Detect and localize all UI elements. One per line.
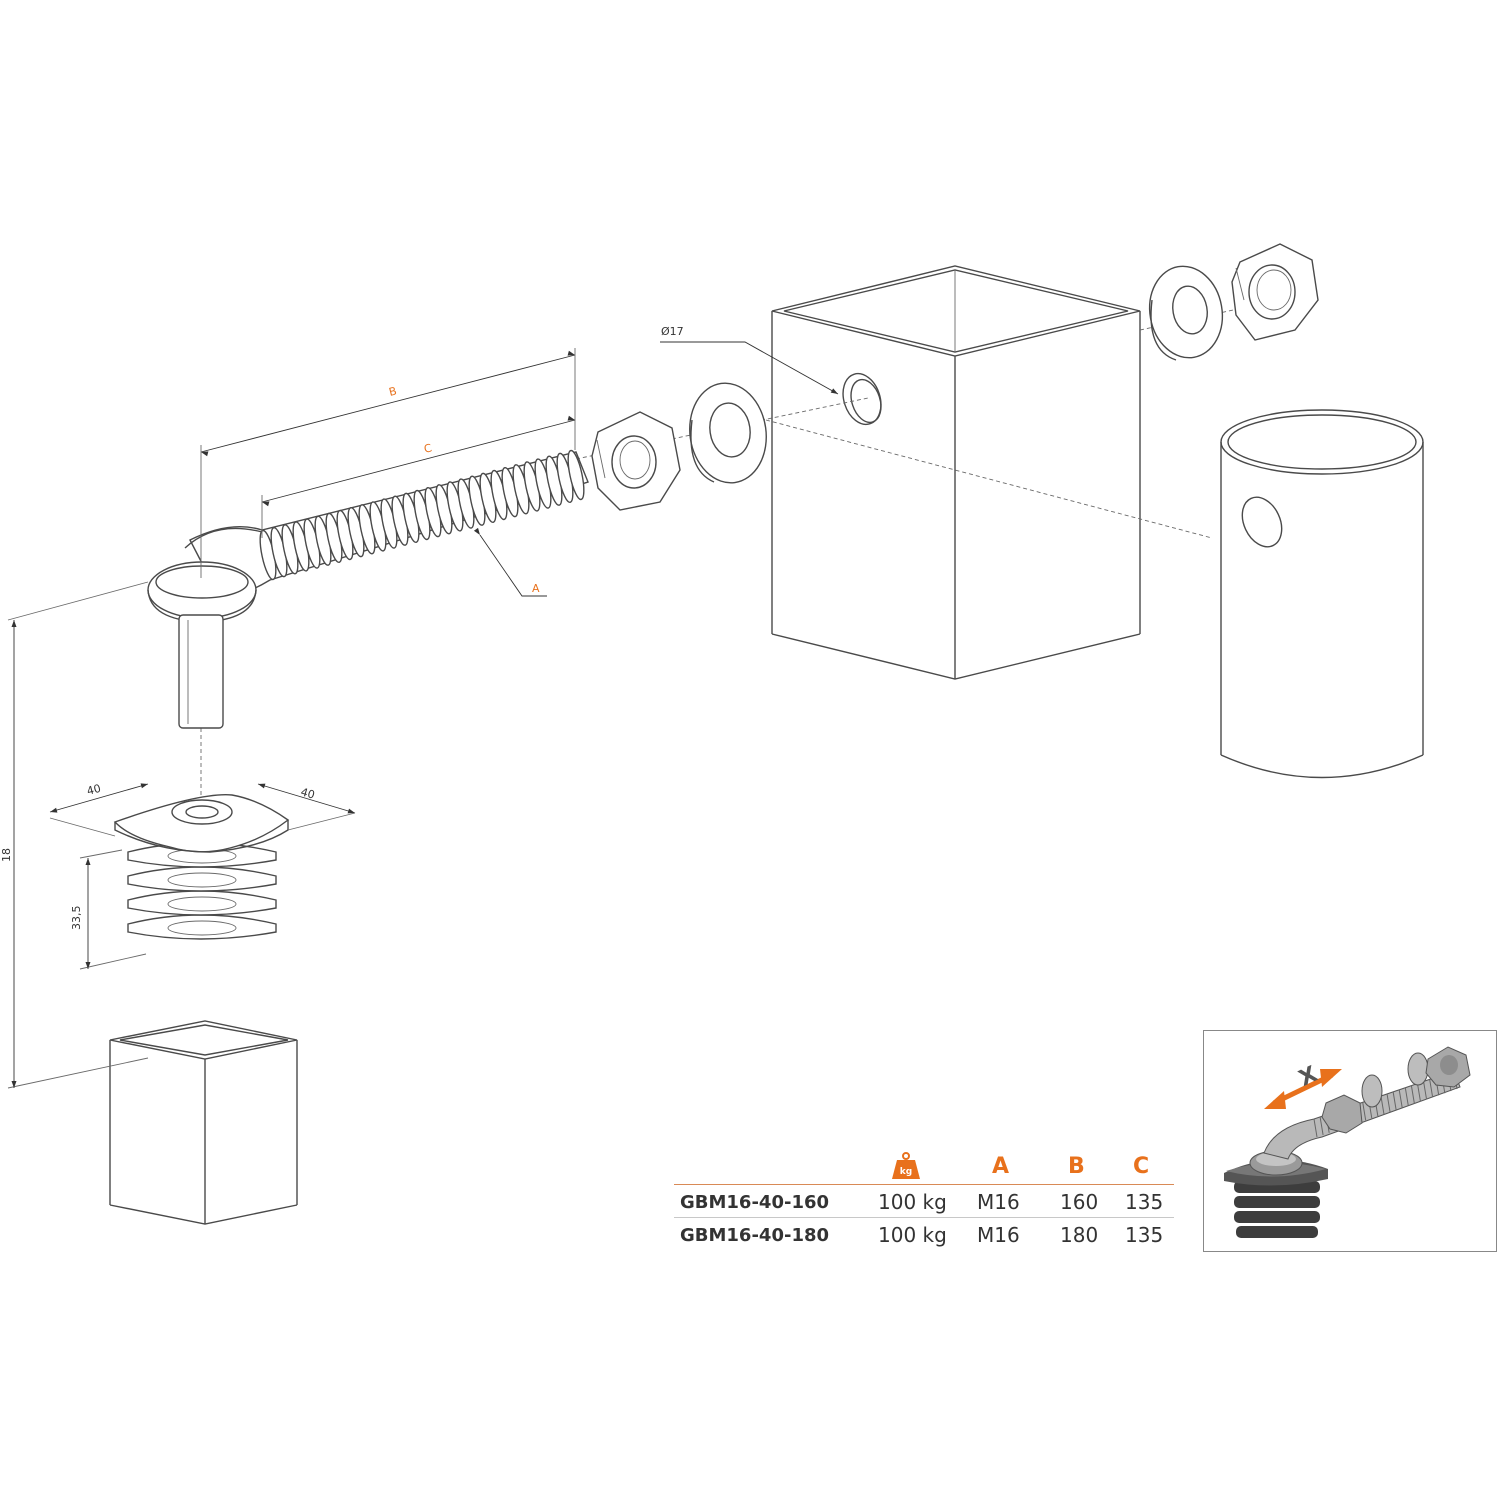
nut-right: [1231, 243, 1319, 341]
row-load: 100 kg: [878, 1190, 947, 1214]
inset-thread: [1410, 1085, 1415, 1104]
dim-height-total-label: 18: [0, 848, 13, 862]
insert-fin: [127, 866, 277, 892]
inset-thread: [1386, 1093, 1391, 1113]
insert-core: [167, 920, 237, 936]
row-C: 135: [1125, 1223, 1164, 1247]
round-post: [1220, 409, 1424, 779]
table-row: GBM16-40-180 100 kg M16 180 135: [674, 1218, 1174, 1250]
threaded-bolt: [147, 449, 589, 729]
inset-thread: [1313, 1118, 1318, 1138]
inset-thread: [1429, 1079, 1434, 1098]
dimension-arrowhead: [50, 807, 58, 813]
spec-table: kg A B C GBM16-40-160 100 kg M16 160 135…: [674, 1152, 1174, 1250]
insert-core: [167, 872, 237, 888]
dimension-arrowhead: [473, 527, 480, 535]
dim-B-label: B: [388, 384, 398, 398]
dim-hole-diameter-label: Ø17: [661, 325, 684, 338]
dimension-arrowhead: [140, 783, 148, 789]
washer-right: [1148, 265, 1224, 361]
washer-middle: [689, 382, 767, 484]
dimension-arrowhead: [11, 620, 17, 627]
row-C: 135: [1125, 1190, 1164, 1214]
row-B: 160: [1060, 1190, 1099, 1214]
row-code: GBM16-40-180: [680, 1225, 830, 1246]
insert-fin: [127, 914, 277, 940]
inset-thread: [1362, 1102, 1367, 1121]
dimension-arrowhead: [567, 415, 575, 421]
dim-width-left-label: 40: [85, 782, 102, 798]
dimension-arrowhead: [85, 858, 91, 865]
adjustment-inset: X: [1203, 1030, 1497, 1252]
square-post-large: [771, 265, 1141, 680]
inset-thread: [1319, 1116, 1324, 1135]
inset-thread: [1423, 1081, 1428, 1100]
round-post-hole: [1241, 496, 1283, 548]
inset-illustration: X: [1224, 1046, 1471, 1238]
row-A: M16: [977, 1190, 1020, 1214]
col-header-C: C: [1133, 1154, 1150, 1179]
col-header-B: B: [1068, 1154, 1085, 1179]
dimension-arrowhead: [830, 388, 838, 394]
row-code: GBM16-40-160: [680, 1192, 830, 1213]
dimension-arrowhead: [258, 783, 266, 789]
adjust-arrow-icon: [1264, 1069, 1342, 1109]
weight-icon: kg: [892, 1152, 920, 1179]
dim-width-right-label: 40: [299, 785, 316, 801]
inset-thread: [1392, 1091, 1397, 1110]
thread-ridge: [567, 449, 585, 501]
dim-C-label: C: [423, 441, 434, 456]
row-B: 180: [1060, 1223, 1099, 1247]
insert-core: [167, 896, 237, 912]
dimension-arrowhead: [567, 350, 575, 356]
square-tube-small: [109, 1020, 298, 1225]
dimension-lines: [7, 341, 839, 1089]
inset-thread: [1398, 1089, 1403, 1108]
weight-unit: kg: [900, 1167, 912, 1177]
table-row: GBM16-40-160 100 kg M16 160 135: [674, 1185, 1174, 1218]
square-insert: [113, 794, 290, 940]
nut-middle: [591, 411, 681, 511]
inset-thread: [1380, 1095, 1385, 1115]
dimension-arrowhead: [85, 962, 91, 969]
dim-insert-height-label: 33,5: [70, 906, 83, 931]
row-A: M16: [977, 1223, 1020, 1247]
dimension-arrowhead: [262, 501, 270, 507]
row-load: 100 kg: [878, 1223, 947, 1247]
inset-thread: [1416, 1083, 1421, 1102]
inset-thread: [1404, 1087, 1409, 1106]
dimension-arrowhead: [201, 451, 209, 457]
insert-fin: [127, 890, 277, 916]
dim-A-label: A: [532, 582, 540, 595]
spec-table-header: kg A B C: [674, 1152, 1174, 1185]
col-header-A: A: [992, 1154, 1010, 1179]
dimension-arrowhead: [11, 1081, 17, 1088]
adjust-label: X: [1295, 1062, 1321, 1092]
dimension-arrowhead: [347, 808, 355, 814]
